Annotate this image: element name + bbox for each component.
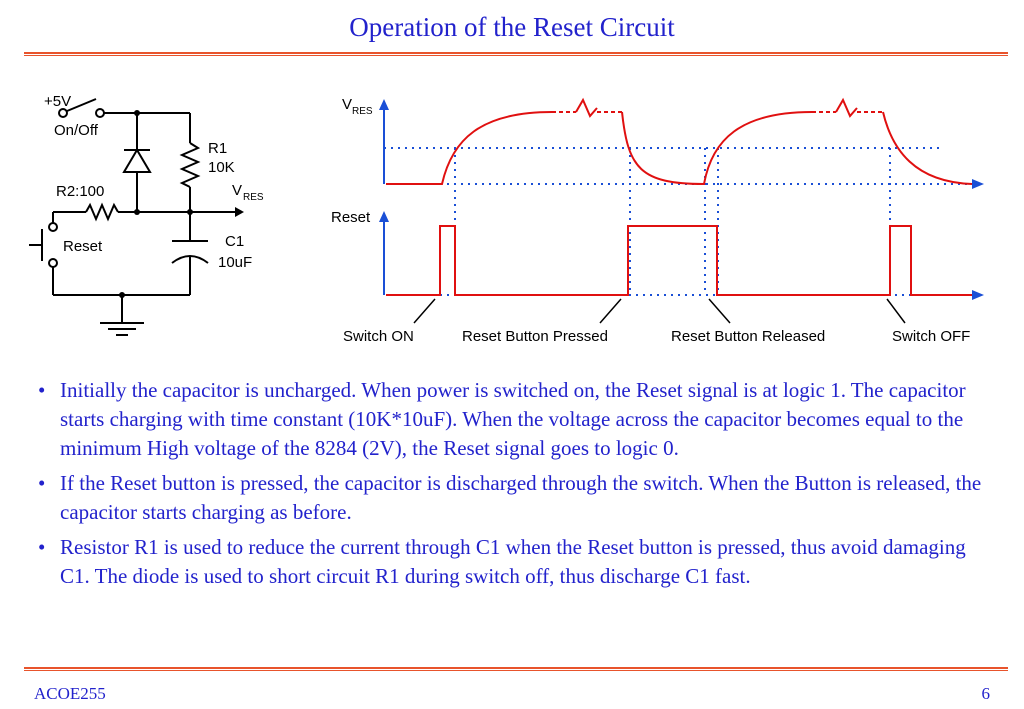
bottom-divider xyxy=(24,667,1008,671)
vres-trace-charge-1 xyxy=(386,111,553,185)
switch-terminal xyxy=(95,108,105,118)
vres-trace-discharge-charge xyxy=(621,111,813,186)
reset-switch-label: Reset xyxy=(63,238,103,255)
slide-title: Operation of the Reset Circuit xyxy=(349,12,675,42)
page-number: 6 xyxy=(981,684,991,703)
r1-resistor-symbol xyxy=(179,142,201,188)
bullet-dot-icon: • xyxy=(38,471,46,495)
bullet-text: If the Reset button is pressed, the capa… xyxy=(60,471,982,524)
supply-terminal xyxy=(58,108,68,118)
bullet-dot-icon: • xyxy=(38,378,46,402)
vres-time-arrow-icon xyxy=(972,179,984,189)
c1-name-label: C1 xyxy=(225,233,244,250)
reset-released-pointer xyxy=(708,298,731,324)
r2-resistor-symbol xyxy=(85,202,119,222)
footer-course-code: ACOE255 xyxy=(34,684,106,703)
r2-label: R2:100 xyxy=(56,183,104,200)
top-divider xyxy=(24,52,1008,56)
reset-axis-arrow-icon xyxy=(379,211,389,222)
vres-axis-label: V xyxy=(342,96,352,113)
bullet-item: • If the Reset button is pressed, the cap… xyxy=(38,469,998,527)
r1-name-label: R1 xyxy=(208,140,227,157)
vres-axis-subscript: RES xyxy=(352,106,373,117)
reset-circuit-schematic: +5V On/Off R1 10K V RES R2:100 C1 10uF R… xyxy=(29,93,264,336)
vres-trace-discharge-2 xyxy=(882,111,973,185)
reset-trace xyxy=(386,225,972,296)
ground-icon xyxy=(100,322,144,336)
bullet-item: • Initially the capacitor is uncharged. W… xyxy=(38,376,998,463)
bullet-item: • Resistor R1 is used to reduce the curre… xyxy=(38,533,998,591)
diode-symbol xyxy=(122,148,152,173)
vres-node-subscript: RES xyxy=(243,192,264,203)
reset-pressed-pointer xyxy=(599,298,622,324)
bullet-text: Initially the capacitor is uncharged. Wh… xyxy=(60,378,966,460)
vres-break-mark-1 xyxy=(575,97,598,118)
r1-value-label: 10K xyxy=(208,159,235,176)
power-switch-blade xyxy=(66,98,97,112)
vres-node-label: V xyxy=(232,182,242,199)
vres-break-mark-2 xyxy=(835,97,858,118)
explanation-bullets: • Initially the capacitor is uncharged. W… xyxy=(38,376,998,597)
vres-output-arrow-icon xyxy=(235,207,244,217)
switch-off-pointer xyxy=(886,298,906,324)
event-switch-on: Switch ON xyxy=(343,328,414,345)
event-switch-off: Switch OFF xyxy=(892,328,970,345)
supply-label: +5V xyxy=(44,93,71,110)
reset-axis-label: Reset xyxy=(331,209,371,226)
bullet-text: Resistor R1 is used to reduce the curren… xyxy=(60,535,966,588)
event-reset-pressed: Reset Button Pressed xyxy=(462,328,608,345)
vres-axis-arrow-icon xyxy=(379,99,389,110)
switch-on-pointer xyxy=(413,298,436,324)
switch-label: On/Off xyxy=(54,122,99,139)
reset-time-arrow-icon xyxy=(972,290,984,300)
c1-value-label: 10uF xyxy=(218,254,252,271)
timing-diagram: V RES Reset Switch ON Reset Button Press… xyxy=(331,96,984,345)
event-reset-released: Reset Button Released xyxy=(671,328,825,345)
bullet-dot-icon: • xyxy=(38,535,46,559)
